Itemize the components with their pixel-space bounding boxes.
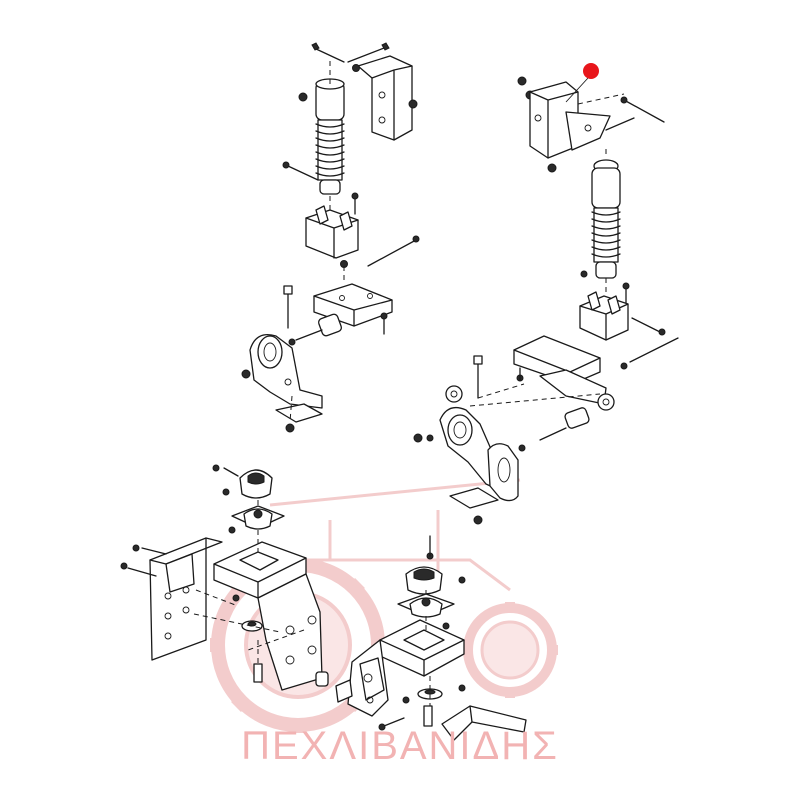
red-dot-marker bbox=[565, 63, 599, 103]
engine-mount-center bbox=[335, 535, 527, 741]
pivot-hinge-left bbox=[241, 283, 393, 433]
shock-absorber-left bbox=[282, 42, 420, 268]
alignment-lines-bottom bbox=[193, 500, 431, 706]
engine-mount-left bbox=[120, 464, 329, 691]
alignment-lines-top bbox=[289, 60, 607, 423]
pivot-hinge-right bbox=[413, 335, 679, 525]
tractor-logo bbox=[210, 478, 558, 733]
watermark-text: ΠΕΧΛΙΒΑΝΙΔΗΣ bbox=[241, 724, 559, 768]
front-wheel-logo bbox=[462, 602, 558, 698]
shock-absorber-right bbox=[517, 76, 666, 341]
